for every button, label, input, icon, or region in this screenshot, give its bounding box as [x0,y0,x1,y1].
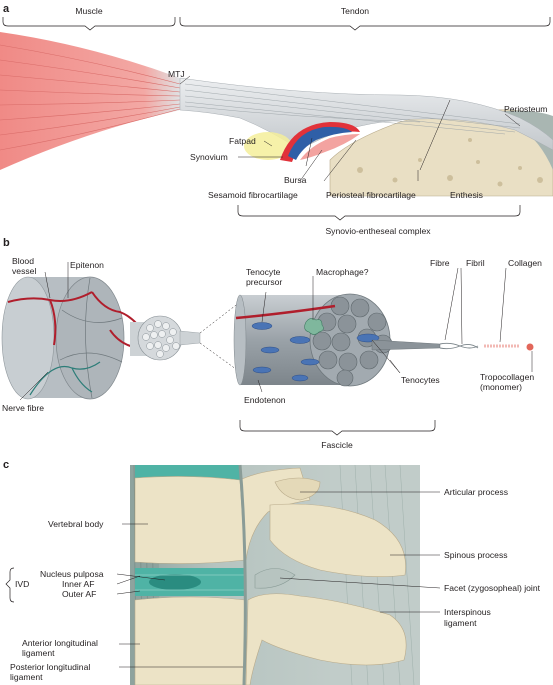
label-posterior-1: Posterior longitudinal [10,662,90,672]
panel-c-letter: c [3,459,9,471]
fascicle-bracket [239,420,436,436]
panel-b-leaders [19,262,533,401]
label-anterior-2: ligament [22,648,55,658]
ivd-bracket [5,567,15,603]
label-ivd: IVD [15,579,29,589]
panel-a-leaders [179,75,521,182]
sesamoid-fibrocartilage [300,134,360,160]
tenocyte-cells [251,322,380,382]
vertebral-body-upper [134,476,246,564]
label-bursa: Bursa [284,175,307,185]
label-spinous-process: Spinous process [444,550,508,560]
label-outer-af: Outer AF [62,589,96,599]
label-tendon: Tendon [341,6,369,16]
label-tropocollagen-2: (monomer) [480,382,522,392]
panel-c-leaders [116,491,441,668]
label-periosteal: Periosteal fibrocartilage [326,190,416,200]
tendon-cylinder-end [1,276,55,400]
nucleus-pulposa [149,574,201,590]
bursa [288,126,352,160]
tropocollagen [526,343,534,351]
label-vertebral-body: Vertebral body [48,519,104,529]
label-macrophage: Macrophage? [316,267,369,277]
nerve-fibres [29,361,101,396]
label-muscle: Muscle [75,6,102,16]
zoom-lines [199,301,241,373]
synovium [280,122,360,162]
label-fibril: Fibril [466,258,485,268]
complex-bracket [237,205,521,221]
label-tenocytes: Tenocytes [401,375,440,385]
tendon-cross-section [55,276,125,400]
label-inner-af: Inner AF [62,579,94,589]
label-blood-vessel-1: Blood [12,256,34,266]
label-facet-joint: Facet (zygosopheal) joint [444,583,541,593]
label-complex: Synovio-entheseal complex [325,226,431,236]
panel-c: c [3,459,541,685]
label-tenocyte-precursor-1: Tenocyte [246,267,281,277]
label-interspinous-1: Interspinous [444,607,491,617]
facet-joint [254,568,296,589]
label-fascicle: Fascicle [321,440,353,450]
macrophage [304,318,324,335]
posterior-ligament [238,464,247,685]
label-interspinous-2: ligament [444,618,477,628]
label-collagen: Collagen [508,258,542,268]
label-anterior-1: Anterior longitudinal [22,638,98,648]
tendon-bracket [179,17,551,31]
label-tropocollagen-1: Tropocollagen [480,372,534,382]
label-endotenon: Endotenon [244,395,286,405]
label-mtj: MTJ [168,69,185,79]
fascicle-boundaries [59,277,123,399]
label-sesamoid: Sesamoid fibrocartilage [208,190,298,200]
label-posterior-2: ligament [10,672,43,682]
label-blood-vessel-2: vessel [12,266,36,276]
fibre [371,339,441,351]
fatpad [244,132,292,160]
label-fibre: Fibre [430,258,450,268]
articular-process [274,477,321,501]
panel-a: a Muscle Tendon [0,3,553,236]
label-enthesis: Enthesis [450,190,483,200]
label-articular-process: Articular process [444,487,508,497]
label-epitenon: Epitenon [70,260,104,270]
fascicle-bundle-fibres [142,320,180,358]
label-nucleus-pulposa: Nucleus pulposa [40,569,104,579]
vertebral-body-lower [134,596,249,685]
muscle-bracket [2,17,176,31]
label-fatpad: Fatpad [229,136,256,146]
label-periosteum: Periosteum [504,104,547,114]
label-synovium: Synovium [190,152,228,162]
posterior-elements-lower [245,593,407,685]
panel-b-letter: b [3,237,10,249]
fascicle-extrusion [179,330,201,346]
fascicle-vessel [235,304,336,320]
periosteum [495,110,553,170]
panel-a-letter: a [3,3,10,15]
label-nerve-fibre: Nerve fibre [2,403,44,413]
fibril [439,342,479,350]
bone-texture [357,138,543,187]
muscle-fibres [0,44,181,151]
label-tenocyte-precursor-2: precursor [246,277,282,287]
fascicle-large-back [233,294,247,386]
spinous-process [269,503,406,577]
panel-b: b [1,237,542,450]
